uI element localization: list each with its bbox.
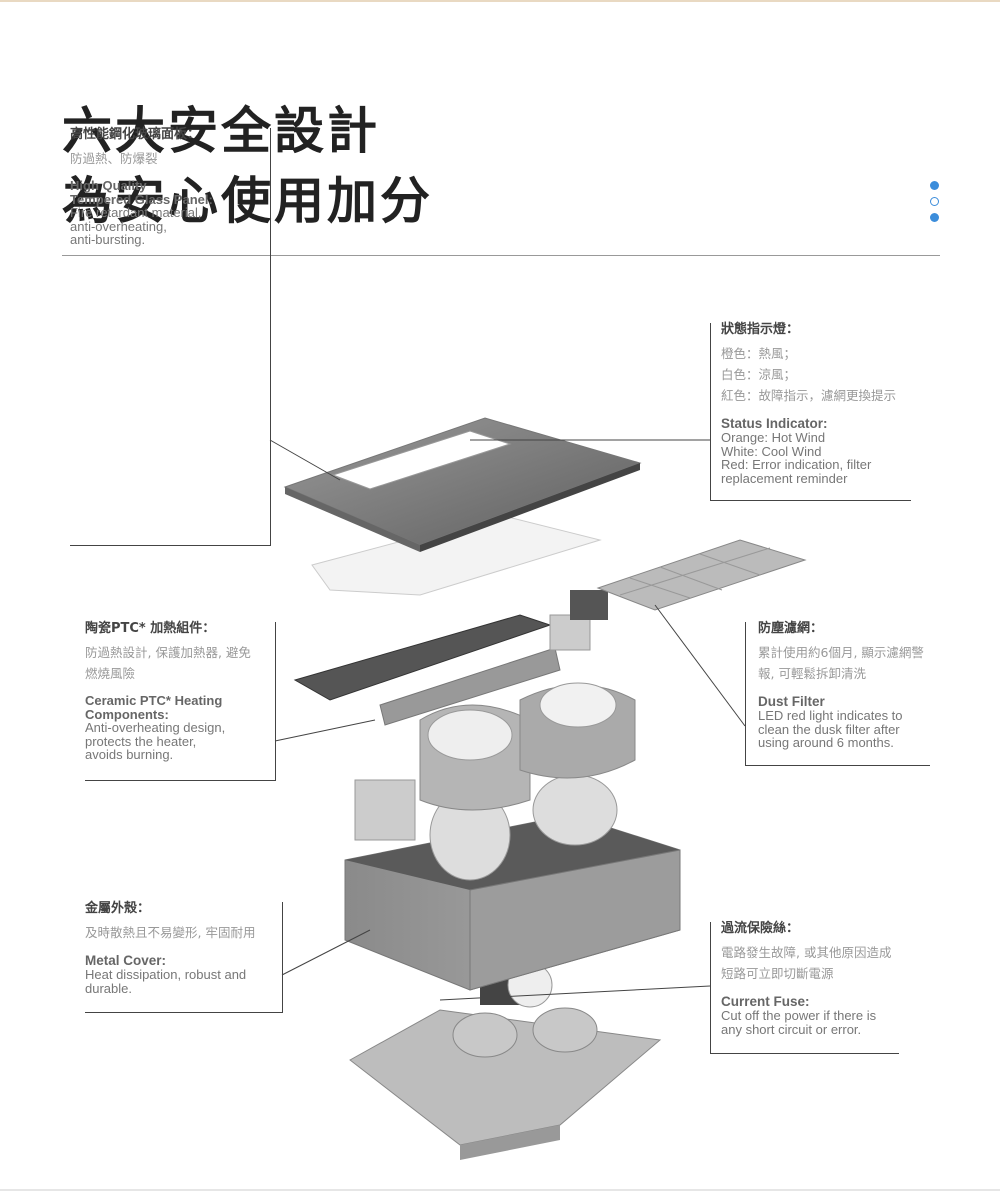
pager-dot-2[interactable] — [930, 197, 939, 206]
status-zh-line: 橙色：熱風； — [721, 346, 797, 361]
metal-en-text: Heat dissipation, robust and durable. — [85, 967, 247, 996]
callout-metal-cover: 金屬外殼： 及時散熱且不易變形, 牢固耐用 Metal Cover: Heat … — [85, 902, 283, 1013]
dust-filter — [596, 539, 807, 611]
pager-dot-1[interactable] — [930, 181, 939, 190]
blower-fans — [354, 682, 636, 881]
filter-en-text: LED red light indicates to clean the dus… — [758, 708, 903, 750]
ptc-en-title: Ceramic PTC* Heating Components: — [85, 693, 223, 722]
ptc-zh-text: 防過熱設計, 保護加熱器, 避免燃燒風險 — [85, 645, 251, 681]
page-title: 六大安全設計 為安心使用加分 — [62, 96, 433, 236]
status-zh-line: 白色：涼風； — [721, 367, 797, 382]
metal-zh-text: 及時散熱且不易變形, 牢固耐用 — [85, 925, 256, 940]
glass-en-title: High Quality Tempered Glass Panel: — [70, 178, 213, 207]
metal-zh-title: 金屬外殼： — [85, 901, 151, 916]
status-en-text: Orange: Hot Wind White: Cool Wind Red: E… — [721, 430, 872, 486]
title-divider — [62, 255, 940, 256]
glass-panel — [283, 417, 642, 552]
title-line-1: 六大安全設計 — [62, 102, 380, 160]
metal-en-title: Metal Cover: — [85, 953, 167, 968]
callout-current-fuse: 過流保險絲： 電路發生故障, 或其他原因造成短路可立即切斷電源 Current … — [710, 922, 899, 1054]
status-zh-title: 狀態指示燈： — [721, 322, 800, 337]
bottom-divider — [0, 1189, 1000, 1191]
fuse-en-title: Current Fuse: — [721, 994, 810, 1009]
title-line-2: 為安心使用加分 — [62, 172, 433, 230]
pager-dot-3[interactable] — [930, 213, 939, 222]
callout-ptc-heater: 陶瓷PTC* 加熱組件： 防過熱設計, 保護加熱器, 避免燃燒風險 Cerami… — [85, 622, 276, 781]
status-en-title: Status Indicator: — [721, 416, 828, 431]
ptc-heater — [293, 590, 608, 726]
callout-leader-lines — [269, 439, 746, 1001]
glass-en-text: Fire retardant material, anti-overheatin… — [70, 205, 202, 247]
filter-en-title: Dust Filter — [758, 694, 825, 709]
status-zh-line: 紅色：故障指示，濾網更換提示 — [721, 388, 897, 403]
callout-glass-panel: 高性能鋼化玻璃面板： 防過熱、防爆裂 High Quality Tempered… — [70, 128, 271, 546]
callout-status-indicator: 狀態指示燈： 橙色：熱風； 白色：涼風； 紅色：故障指示，濾網更換提示 Stat… — [710, 323, 911, 501]
filter-zh-title: 防塵濾網： — [758, 621, 824, 636]
metal-cover — [344, 814, 681, 991]
top-accent-line — [0, 0, 1000, 2]
fuse-en-text: Cut off the power if there is any short … — [721, 1008, 877, 1037]
glass-zh-title: 高性能鋼化玻璃面板： — [70, 127, 201, 142]
ptc-en-text: Anti-overheating design, protects the he… — [85, 720, 226, 762]
ptc-zh-title: 陶瓷PTC* 加熱組件： — [85, 621, 216, 636]
fuse-zh-text: 電路發生故障, 或其他原因造成短路可立即切斷電源 — [721, 945, 892, 981]
filter-zh-text: 累計使用約6個月, 顯示濾網警報, 可輕鬆拆卸清洗 — [758, 645, 924, 681]
pager-dots — [930, 181, 939, 229]
callout-dust-filter: 防塵濾網： 累計使用約6個月, 顯示濾網警報, 可輕鬆拆卸清洗 Dust Fil… — [745, 622, 930, 766]
glass-zh-text: 防過熱、防爆裂 — [70, 151, 158, 166]
fuse-zh-title: 過流保險絲： — [721, 921, 800, 936]
